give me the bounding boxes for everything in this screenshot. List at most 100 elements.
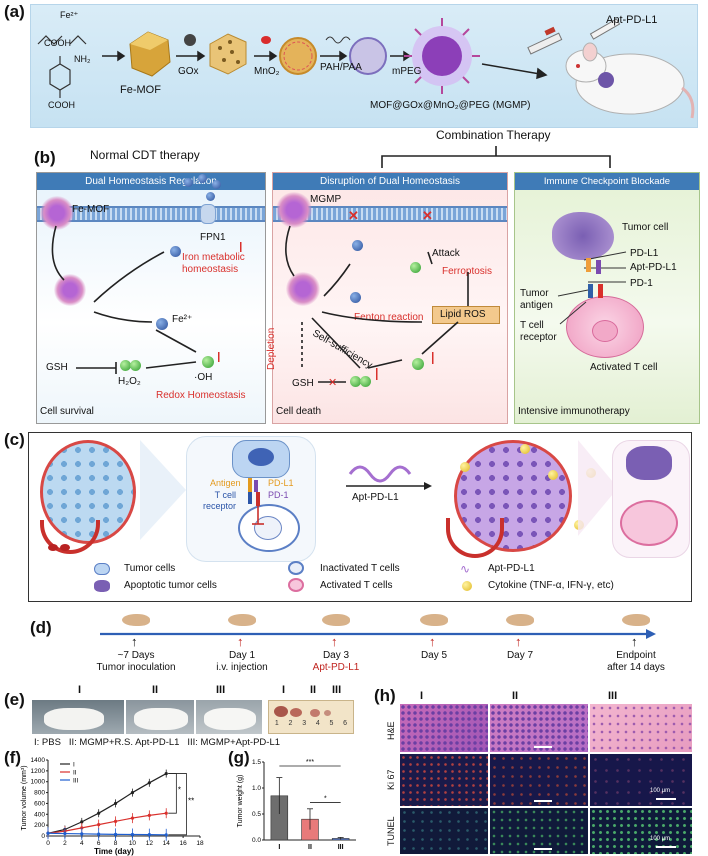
e-tumor-3: [310, 709, 320, 717]
h-scale-text-2: 100 μm: [650, 836, 671, 842]
d-event-line2: after 14 days: [607, 662, 665, 673]
b2-ferroptosis: Ferroptosis: [442, 266, 493, 277]
f-ylabel: Tumor volume (mm³): [21, 765, 28, 830]
d-timeline: [100, 629, 656, 639]
d-event-line2: i.v. injection: [216, 662, 268, 673]
f-sig-1: *: [178, 786, 181, 795]
f-point: [147, 781, 151, 785]
b2-attack: Attack: [432, 248, 460, 259]
b3-footer: Intensive immunotherapy: [518, 406, 630, 417]
b1-fpn1: FPN1: [200, 232, 226, 243]
e-tumor-2: [290, 708, 302, 717]
b3-receptors: [557, 251, 627, 325]
g-x-tick-label: III: [338, 844, 344, 851]
b3-pdl1: PD-L1: [630, 248, 659, 259]
f-y-tick-label: 200: [34, 822, 45, 829]
h-tunel-1: [490, 808, 588, 854]
e-group-label-1: II: [152, 684, 159, 696]
d-event-line1: Day 1: [228, 650, 256, 661]
b-box2-header: Disruption of Dual Homeostasis: [273, 173, 507, 190]
b2-green-ball-3: [360, 376, 371, 387]
h-col-1: II: [512, 690, 519, 702]
d-event-arrow: ↑: [131, 634, 138, 649]
c-legend-3: Apoptotic tumor cells: [124, 580, 217, 591]
e-ruler-4: 4: [315, 720, 320, 727]
f-point: [46, 831, 50, 835]
f-point: [113, 819, 118, 823]
h-row-1: Ki 67: [386, 769, 396, 790]
f-point: [97, 811, 101, 815]
b3-tumor-cell: [552, 212, 614, 260]
c-t-nucleus-inset: [254, 516, 282, 540]
f-x-tick-label: 0: [46, 840, 50, 847]
b1-redox: Redox Homeostasis: [156, 390, 246, 401]
panel-g-label: (g): [228, 748, 250, 767]
b1-fe-ball-5: [170, 246, 181, 257]
b1-oh: ·OH: [194, 372, 213, 383]
b2-x1: ✕: [348, 208, 359, 223]
a-ion: Fe²⁺: [60, 10, 79, 20]
b1-footer: Cell survival: [40, 406, 94, 417]
e-ruler-6: 6: [343, 720, 348, 727]
f-point: [97, 823, 101, 827]
h-ki-0: [400, 754, 488, 806]
f-point: [147, 833, 151, 837]
a-gox: GOx: [178, 66, 199, 77]
d-event-line1: Day 5: [420, 650, 448, 661]
f-y-tick-label: 0: [41, 833, 45, 840]
d-mouse-icon: [420, 614, 448, 626]
c-activated-inset: [620, 500, 678, 546]
e-group-label-0: I: [78, 684, 82, 696]
b2-fenton: Fenton reaction: [354, 312, 424, 323]
panel-b-label: (b): [34, 148, 56, 167]
a-nh2: NH₂: [74, 54, 91, 64]
f-point: [80, 820, 84, 824]
c-legend-0: Tumor cells: [124, 563, 176, 574]
b1-fe-ball-2: [198, 174, 207, 183]
b1-fe2: Fe²⁺: [172, 314, 193, 325]
d-mouse-icon: [506, 614, 534, 626]
e-mouse-2: [204, 708, 256, 730]
b-box3-header: Immune Checkpoint Blockade: [515, 173, 699, 190]
f-y-tick-label: 600: [34, 800, 45, 807]
b2-mgmp: MGMP: [310, 194, 342, 205]
a-fe-mof: Fe-MOF: [120, 84, 161, 96]
h-ki-1: [490, 754, 588, 806]
e-tumor-label-2: III: [332, 684, 342, 696]
d-mouse-icon: [228, 614, 256, 626]
f-x-tick-label: 16: [179, 840, 187, 847]
b3-tcr: T cell receptor: [520, 320, 557, 343]
d-event-line1: Day 3: [322, 650, 350, 661]
b2-x2: ✕: [422, 208, 433, 223]
c-vessel-right: [446, 518, 504, 558]
f-point: [97, 832, 101, 836]
f-sig-bracket-2: [168, 773, 187, 836]
h-he-2: [590, 704, 692, 752]
f-point: [80, 832, 84, 836]
b2-fe-ball-1: [352, 240, 363, 251]
f-sig-2: **: [188, 796, 194, 805]
b3-apt: Apt-PD-L1: [630, 262, 677, 273]
f-point: [113, 832, 118, 836]
f-x-tick-label: 8: [114, 840, 118, 847]
f-sig-bracket-1: [168, 773, 177, 814]
b3-activated: Activated T cell: [590, 362, 658, 373]
b1-fe-ball-1: [184, 178, 193, 187]
b-combination: Combination Therapy: [436, 128, 551, 142]
c-legend-icon-apop: [94, 580, 110, 592]
c-legend-icon-tumor: [94, 563, 110, 575]
g-ylabel: Tumor weight (g): [237, 775, 244, 828]
f-y-tick-label: 1000: [31, 779, 46, 786]
b3-antigen: Tumor antigen: [520, 288, 553, 311]
c-legend-5: Cytokine (TNF-α, IFN-γ, etc): [488, 580, 614, 591]
e-tumor-label-1: II: [310, 684, 317, 696]
b2-gsh: GSH: [292, 378, 314, 389]
f-legend-label: II: [73, 770, 77, 777]
f-x-tick-label: 18: [196, 840, 204, 847]
c-tcr: T cell receptor: [202, 490, 236, 511]
f-y-tick-label: 400: [34, 811, 45, 818]
d-event-line2: Tumor inoculation: [96, 662, 176, 673]
d-mouse-icon: [322, 614, 350, 626]
c-cytokine-1: [460, 462, 470, 472]
